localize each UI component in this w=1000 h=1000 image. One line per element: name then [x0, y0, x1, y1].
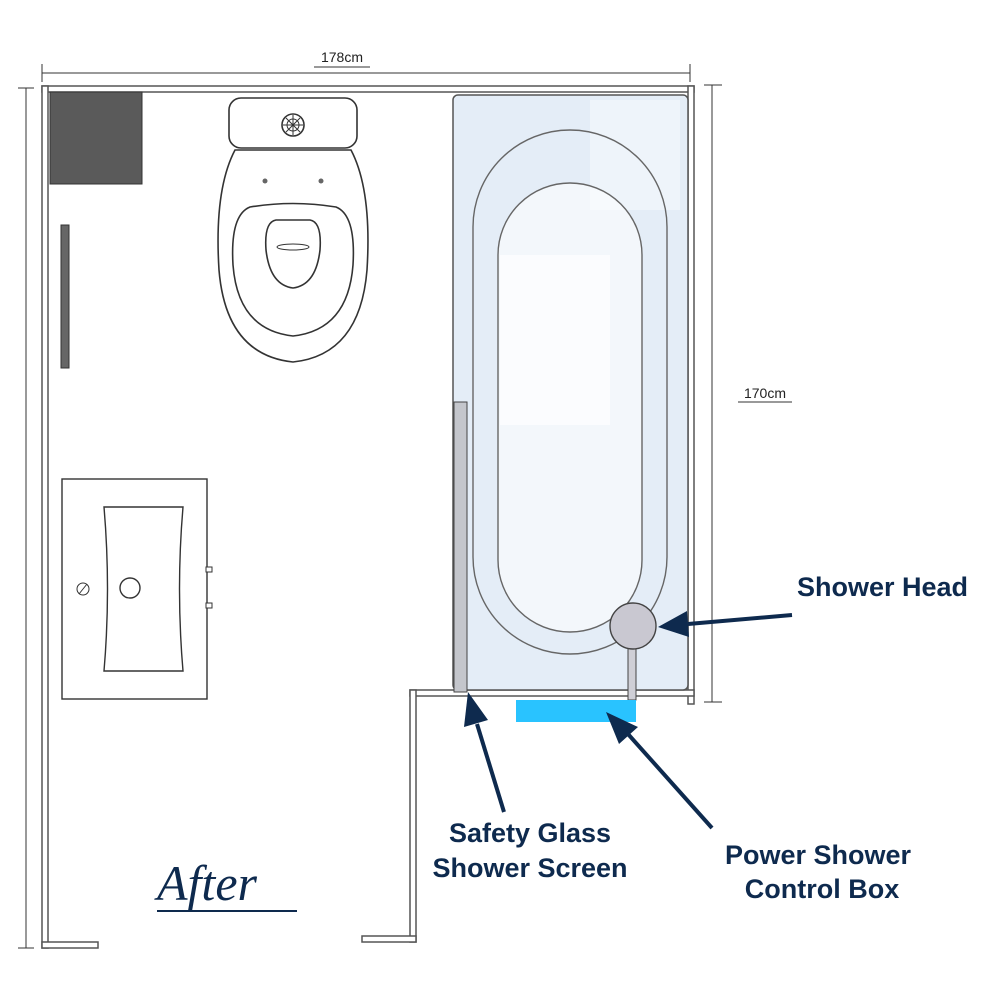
after-title: After [154, 855, 258, 911]
screen-label-line2: Shower Screen [432, 853, 627, 883]
bottom-right-wall [361, 935, 417, 943]
left-dimension-line [18, 87, 34, 949]
depth-dimension [704, 84, 792, 703]
towel-radiator [60, 224, 70, 369]
arrows [464, 611, 793, 830]
tap-handle-1 [205, 566, 213, 573]
screen-arrow [464, 692, 506, 813]
door-jamb-wall [409, 689, 417, 943]
depth-label: 170cm [744, 385, 786, 401]
top-wall [41, 85, 695, 93]
toilet [217, 97, 369, 363]
control-box-label-line2: Control Box [745, 874, 900, 904]
width-label: 178cm [321, 49, 363, 65]
bottom-left-wall [41, 941, 99, 949]
screen-label-line1: Safety Glass [449, 818, 611, 848]
shower-head-arrow [658, 611, 793, 637]
shower-head [609, 602, 657, 650]
walls [41, 85, 695, 949]
bath-outer-rim [472, 129, 668, 655]
vanity-sink [61, 478, 213, 700]
bath [452, 94, 689, 691]
toilet-bowl [264, 219, 322, 289]
control-box-arrow [606, 712, 714, 830]
bath-inner-basin [497, 182, 643, 633]
corner-cabinet [49, 91, 143, 185]
shower-fixture [609, 602, 657, 701]
bath-end-wall [409, 689, 695, 697]
tap-handle-2 [205, 602, 213, 609]
shower-screen [453, 401, 468, 693]
shower-riser [627, 647, 637, 701]
sink-drain [119, 577, 141, 599]
shower-head-label: Shower Head [797, 572, 968, 602]
width-dimension [41, 64, 691, 82]
right-wall [687, 85, 695, 705]
left-wall [41, 85, 49, 949]
sink-basin [103, 506, 184, 672]
power-shower-control-box [516, 700, 636, 722]
control-box-label-line1: Power Shower [725, 840, 912, 870]
